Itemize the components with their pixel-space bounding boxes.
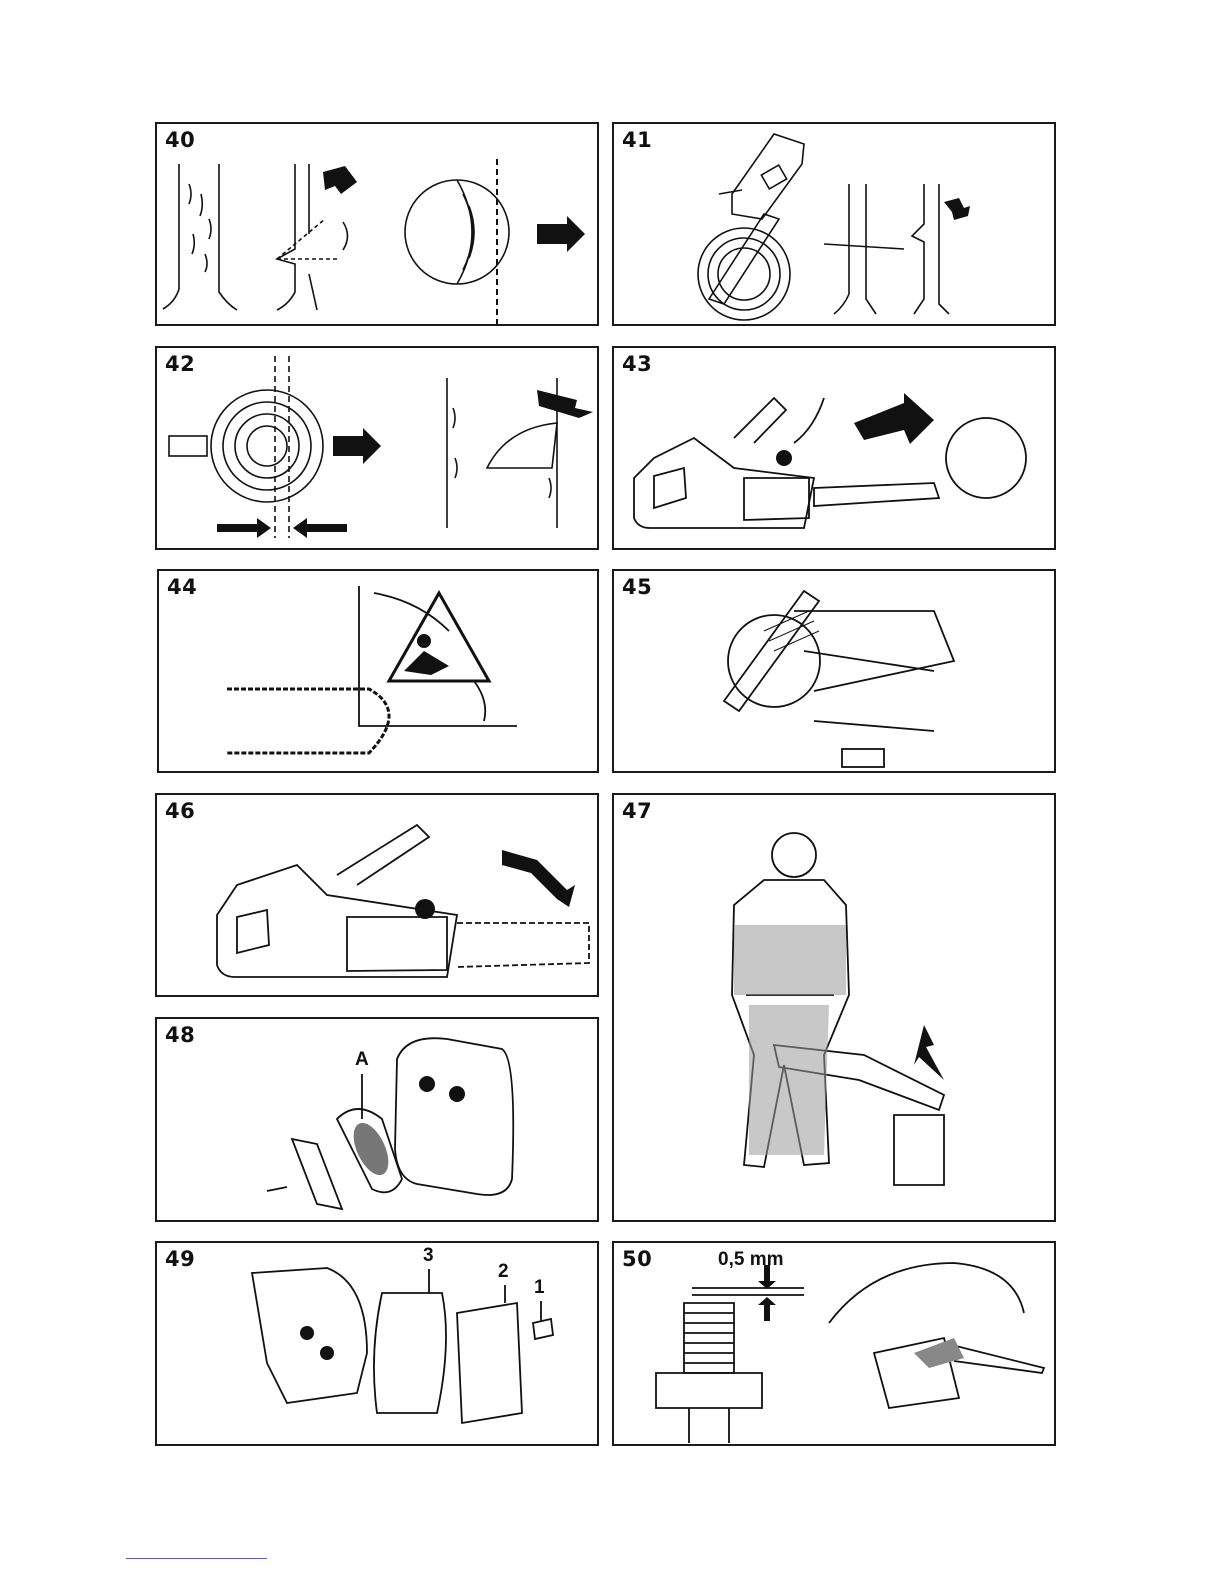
figure-number: 50 (622, 1247, 652, 1271)
bore-cut-illustration (157, 348, 599, 550)
figure-40: 40 (155, 122, 599, 326)
guide-bar-warning-illustration (159, 571, 599, 773)
spark-plug-illustration (614, 1243, 1056, 1446)
figure-45: 45 (612, 569, 1056, 773)
figure-48: 48 A (155, 1017, 599, 1222)
figure-49: 49 3 2 1 (155, 1241, 599, 1446)
figure-number: 45 (622, 575, 652, 599)
figure-46: 46 (155, 793, 599, 997)
filter-assembly-illustration (157, 1243, 599, 1446)
chain-brake-check-illustration (157, 795, 599, 997)
part-label-3: 3 (423, 1245, 434, 1267)
figure-number: 42 (165, 352, 195, 376)
figure-number: 40 (165, 128, 195, 152)
operator-protective-gear-illustration (614, 795, 1056, 1222)
figure-43: 43 (612, 346, 1056, 550)
figure-number: 43 (622, 352, 652, 376)
figure-number: 41 (622, 128, 652, 152)
figure-42: 42 (155, 346, 599, 550)
part-label-a: A (355, 1049, 369, 1071)
figure-47: 47 (612, 793, 1056, 1222)
electrode-gap-label: 0,5 mm (718, 1249, 783, 1271)
figure-50: 50 0,5 mm (612, 1241, 1056, 1446)
air-filter-illustration (157, 1019, 599, 1222)
figure-number: 49 (165, 1247, 195, 1271)
part-label-1: 1 (534, 1277, 545, 1299)
felling-notch-illustration (157, 124, 599, 326)
figure-number: 47 (622, 799, 652, 823)
part-label-2: 2 (498, 1261, 509, 1283)
figure-number: 46 (165, 799, 195, 823)
figure-41: 41 (612, 122, 1056, 326)
chainsaw-trunk-cut-illustration (614, 124, 1056, 326)
figure-number: 48 (165, 1023, 195, 1047)
footer-divider (126, 1558, 267, 1559)
figure-44: 44 (157, 569, 599, 773)
bar-groove-cleaning-illustration (614, 571, 1056, 773)
figure-number: 44 (167, 575, 197, 599)
kickback-zone-illustration (614, 348, 1056, 550)
